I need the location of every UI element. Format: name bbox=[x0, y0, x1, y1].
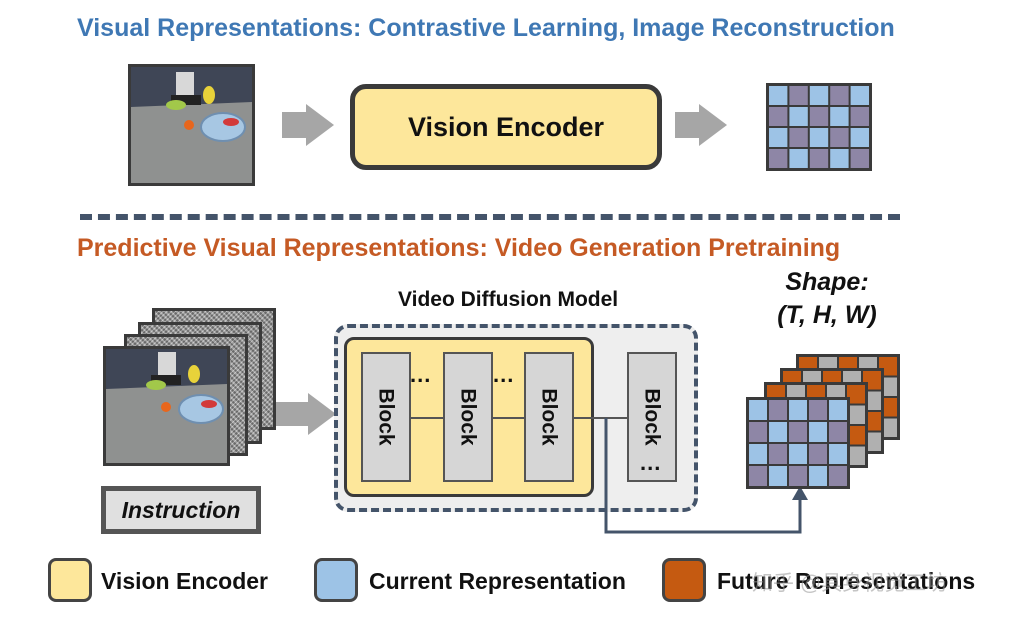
top-grid-cell bbox=[789, 149, 808, 168]
representation-grid bbox=[766, 83, 872, 171]
current-grid-cell bbox=[809, 400, 827, 420]
current-grid-cell bbox=[749, 444, 767, 464]
legend-swatch-vision-encoder bbox=[48, 558, 92, 602]
current-grid-cell bbox=[829, 400, 847, 420]
block-1: Block bbox=[361, 352, 411, 482]
top-grid-cell bbox=[769, 149, 788, 168]
top-grid-cell bbox=[789, 86, 808, 105]
top-grid-cell bbox=[850, 86, 869, 105]
current-grid-cell bbox=[809, 444, 827, 464]
top-grid-cell bbox=[809, 149, 829, 168]
instruction-label: Instruction bbox=[121, 496, 241, 523]
top-grid-cell bbox=[769, 128, 788, 147]
current-grid-cell bbox=[769, 444, 787, 464]
robot-scene-illustration bbox=[131, 67, 252, 183]
block-3-label: Block bbox=[538, 388, 561, 446]
vision-encoder-label: Vision Encoder bbox=[407, 111, 605, 142]
current-grid-cell bbox=[749, 422, 767, 442]
arrow-head-icon bbox=[699, 104, 727, 146]
shape-label-line2: (T, H, W) bbox=[777, 301, 877, 329]
top-grid-cell bbox=[830, 107, 849, 126]
legend-label-current: Current Representation bbox=[369, 568, 626, 594]
ellipsis-2: ... bbox=[493, 362, 515, 387]
current-grid-cell bbox=[809, 466, 827, 486]
current-grid-cell bbox=[789, 400, 807, 420]
legend-swatch-current bbox=[314, 558, 358, 602]
arrow-head-icon bbox=[308, 393, 336, 435]
top-grid-cell bbox=[809, 86, 829, 105]
top-grid-cell bbox=[789, 128, 808, 147]
top-grid-cell bbox=[850, 128, 869, 147]
watermark-text: 知乎 @具身视觉工坊 bbox=[752, 572, 948, 595]
arrow-to-model bbox=[276, 402, 310, 426]
current-grid-cell bbox=[829, 466, 847, 486]
robot-scene-image bbox=[128, 64, 255, 186]
arrow-to-grid bbox=[675, 112, 701, 138]
current-grid-cell bbox=[769, 422, 787, 442]
block-4: Block bbox=[627, 352, 677, 482]
shape-label-line1: Shape: bbox=[785, 268, 869, 296]
block-2: Block bbox=[443, 352, 493, 482]
block-4-label: Block bbox=[641, 388, 664, 446]
arrow-head-icon bbox=[306, 104, 334, 146]
current-grid-cell bbox=[769, 400, 787, 420]
block-1-label: Block bbox=[375, 388, 398, 446]
top-grid-cell bbox=[769, 86, 788, 105]
future-grid-cell bbox=[847, 446, 865, 465]
top-grid-cell bbox=[769, 107, 788, 126]
ellipsis-1: ... bbox=[410, 362, 432, 387]
top-grid-cell bbox=[850, 107, 869, 126]
legend-swatch-future bbox=[662, 558, 706, 602]
robot-scene-frame bbox=[103, 346, 230, 466]
block-3: Block bbox=[524, 352, 574, 482]
top-grid-cell bbox=[789, 107, 808, 126]
video-diffusion-model-title: Video Diffusion Model bbox=[398, 288, 619, 311]
future-grid-cell bbox=[847, 405, 865, 424]
future-grid-cell bbox=[847, 385, 865, 404]
top-section-title: Visual Representations: Contrastive Lear… bbox=[77, 14, 895, 42]
current-grid-cell bbox=[829, 422, 847, 442]
instruction-box: Instruction bbox=[101, 486, 261, 534]
current-grid-cell bbox=[789, 444, 807, 464]
current-grid-cell bbox=[789, 466, 807, 486]
top-grid-cell bbox=[830, 128, 849, 147]
top-grid-cell bbox=[830, 86, 849, 105]
current-representation-grid bbox=[746, 397, 850, 489]
future-grid-cell bbox=[847, 426, 865, 445]
top-grid-cell bbox=[809, 107, 829, 126]
block-2-label: Block bbox=[457, 388, 480, 446]
current-grid-cell bbox=[829, 444, 847, 464]
current-grid-cell bbox=[749, 400, 767, 420]
top-grid-cell bbox=[830, 149, 849, 168]
shape-label: Shape: (T, H, W) bbox=[762, 266, 892, 332]
top-grid-cell bbox=[809, 128, 829, 147]
current-grid-cell bbox=[749, 466, 767, 486]
legend-label-future: Future Representations bbox=[717, 568, 976, 594]
ellipsis-3: ... bbox=[640, 450, 662, 475]
current-grid-cell bbox=[789, 422, 807, 442]
current-grid-cell bbox=[809, 422, 827, 442]
arrow-to-encoder bbox=[282, 112, 308, 138]
legend-label-vision-encoder: Vision Encoder bbox=[101, 568, 269, 594]
middle-section-title: Predictive Visual Representations: Video… bbox=[77, 234, 841, 262]
vision-encoder-box: Vision Encoder bbox=[350, 84, 662, 170]
section-divider bbox=[80, 214, 900, 220]
top-grid-cell bbox=[850, 149, 869, 168]
robot-scene-illustration bbox=[106, 349, 227, 463]
current-grid-cell bbox=[769, 466, 787, 486]
